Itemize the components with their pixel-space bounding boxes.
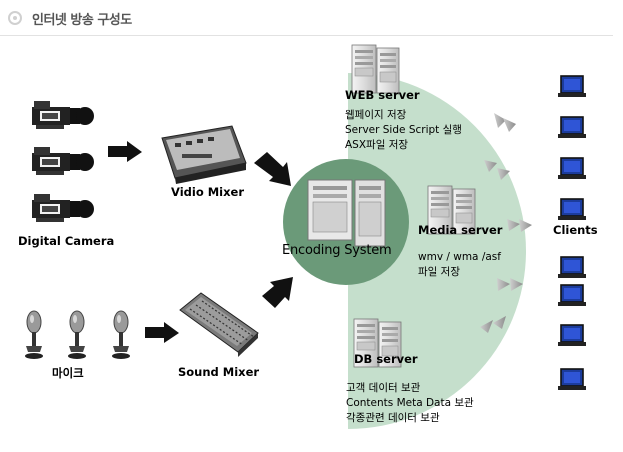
arrow-right-icon [484,160,497,172]
arrow-up-right-icon [262,277,293,308]
microphone-icon [111,310,131,360]
microphone-icon [67,310,87,360]
arrow-right-icon [145,322,179,343]
encoding-system-icon [307,179,386,247]
web-server-icon [351,44,400,94]
db-server-desc: Contents Meta Data 보관 [346,397,474,409]
page-title: 인터넷 방송 구성도 [32,13,132,28]
client-laptop-icon [557,157,587,180]
client-laptop-icon [557,256,587,279]
arrow-right-icon [494,113,506,128]
web-server-label: WEB server [345,88,420,102]
mic-label: 마이크 [52,366,84,380]
video-mixer-label: Vidio Mixer [171,185,244,199]
sound-mixer-label: Sound Mixer [178,365,260,379]
client-laptop-icon [557,198,587,221]
arrow-right-icon [493,316,506,329]
arrow-right-icon [497,278,510,291]
web-server-desc: ASX파일 저장 [345,139,409,151]
arrow-down-right-icon [254,152,291,186]
encoding-system-label: Encoding System [282,243,392,258]
camera-icon [32,147,94,175]
arrow-right-icon [507,219,520,231]
client-laptop-icon [557,116,587,139]
client-laptop-icon [557,368,587,391]
client-laptop-icon [557,75,587,98]
arrow-right-icon [497,168,510,180]
web-server-desc: 웹페이지 저장 [345,109,407,121]
media-server-desc: 파일 저장 [418,266,460,278]
arrow-right-icon [108,141,142,162]
header-divider [0,35,613,36]
camera-label: Digital Camera [18,234,115,248]
media-server-desc: wmv / wma /asf [418,251,501,263]
arrow-right-icon [503,118,516,132]
arrow-right-icon [519,219,532,232]
db-server-desc: 고객 데이터 보관 [346,382,421,394]
arrow-right-icon [510,278,523,291]
camera-icon [32,101,94,129]
page-header: 인터넷 방송 구성도 [0,0,623,38]
microphone-icon [24,310,44,360]
web-server-desc: Server Side Script 실행 [345,124,462,136]
sound-mixer-icon [179,292,259,357]
client-laptop-icon [557,284,587,307]
camera-icon [32,194,94,222]
db-server-label: DB server [354,352,418,366]
clients-label: Clients [553,223,598,237]
bullet-icon [8,11,22,25]
arrow-right-icon [480,320,493,333]
video-mixer-icon [161,125,247,184]
media-server-label: Media server [418,223,503,237]
client-laptop-icon [557,324,587,347]
db-server-desc: 각종관련 데이터 보관 [346,412,440,424]
